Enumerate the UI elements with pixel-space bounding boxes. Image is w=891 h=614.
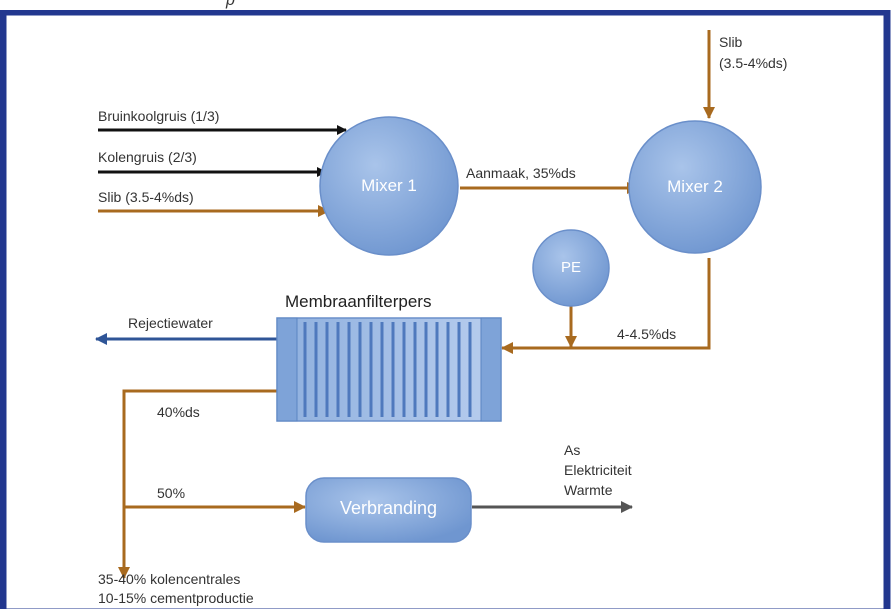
label-cementproductie: 10-15% cementproductie xyxy=(98,590,254,606)
label-ds-mixer2: 4-4.5%ds xyxy=(617,326,677,342)
label-40ds: 40%ds xyxy=(157,404,200,420)
mixer2-node xyxy=(628,120,762,254)
label-elektriciteit: Elektriciteit xyxy=(564,462,632,478)
label-as: As xyxy=(564,442,581,458)
label-press: Membraanfilterpers xyxy=(285,292,432,311)
membraanfilterpers-node xyxy=(276,317,502,422)
label-slib-top: Slib xyxy=(719,34,743,50)
line-press-out xyxy=(118,389,277,579)
mixer1-node xyxy=(319,116,459,256)
label-mixer2: Mixer 2 xyxy=(667,177,723,196)
label-warmte: Warmte xyxy=(564,482,613,498)
label-aanmaak: Aanmaak, 35%ds xyxy=(466,165,576,181)
label-slib1: Slib (3.5-4%ds) xyxy=(98,189,194,205)
label-slib-top-ds: (3.5-4%ds) xyxy=(719,55,788,71)
label-rejectiewater: Rejectiewater xyxy=(128,315,213,331)
label-bruinkoolgruis: Bruinkoolgruis (1/3) xyxy=(98,108,220,124)
label-50pct: 50% xyxy=(157,485,186,501)
label-kolencentrales: 35-40% kolencentrales xyxy=(98,571,241,587)
verbranding-node xyxy=(305,477,472,543)
top-band xyxy=(0,0,891,10)
label-kolengruis: Kolengruis (2/3) xyxy=(98,149,197,165)
label-pe: PE xyxy=(560,259,581,276)
arrow-mixer2-to-press xyxy=(501,258,711,354)
pe-node xyxy=(532,229,610,307)
label-verbranding: Verbranding xyxy=(339,498,438,518)
label-mixer1: Mixer 1 xyxy=(361,176,417,195)
header-partial-text: p xyxy=(226,0,235,9)
